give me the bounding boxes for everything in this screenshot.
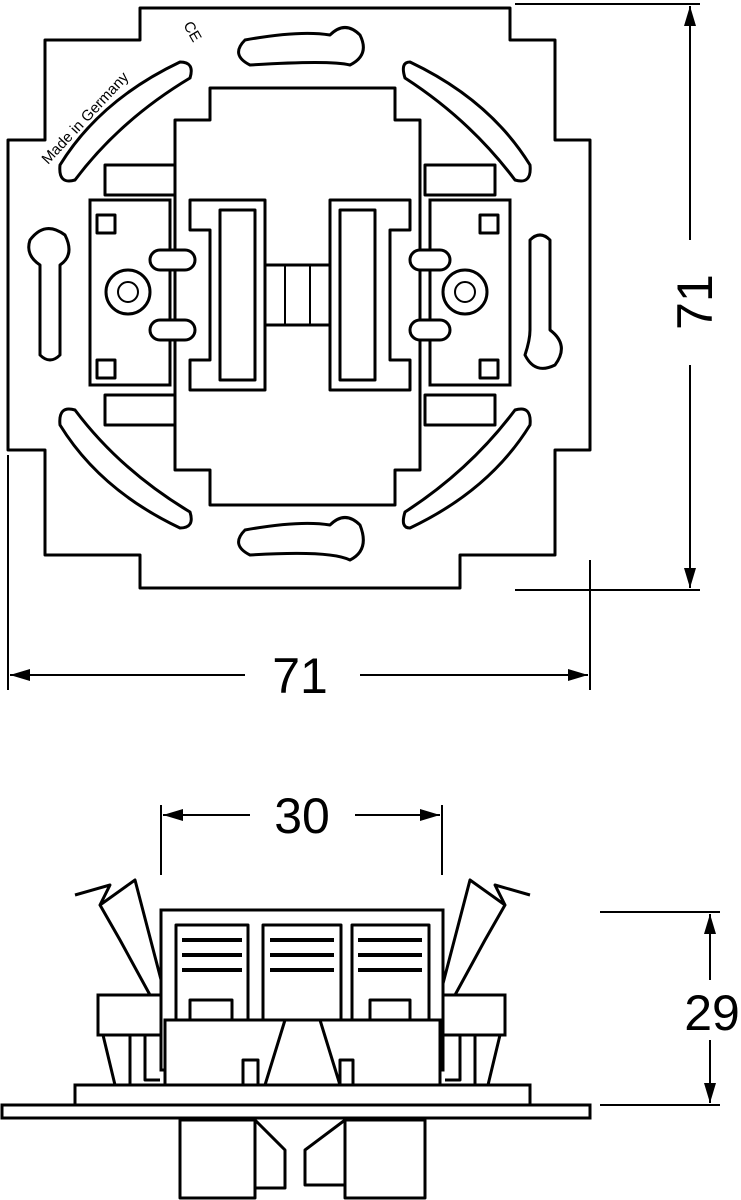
side-view [0, 878, 592, 1200]
height-dimension-side: 29 [600, 911, 740, 1106]
terminal-screw-right [441, 268, 489, 316]
made-in-germany-text: Made in Germany [38, 69, 132, 168]
width-dimension-top: 71 [7, 455, 591, 704]
terminal-screw-left [104, 268, 152, 316]
mounting-slots [27, 26, 563, 562]
ce-mark: CE [180, 19, 205, 46]
switch-insert [88, 86, 512, 507]
width-dimension-side: 30 [160, 788, 443, 875]
width-label-30: 30 [274, 788, 330, 844]
mounting-plate [6, 6, 592, 590]
top-view: Made in Germany CE [6, 6, 592, 590]
height-dimension-top: 71 [515, 3, 723, 591]
width-label-71: 71 [272, 648, 328, 704]
height-label-29: 29 [684, 985, 740, 1041]
height-label-71: 71 [667, 274, 723, 330]
